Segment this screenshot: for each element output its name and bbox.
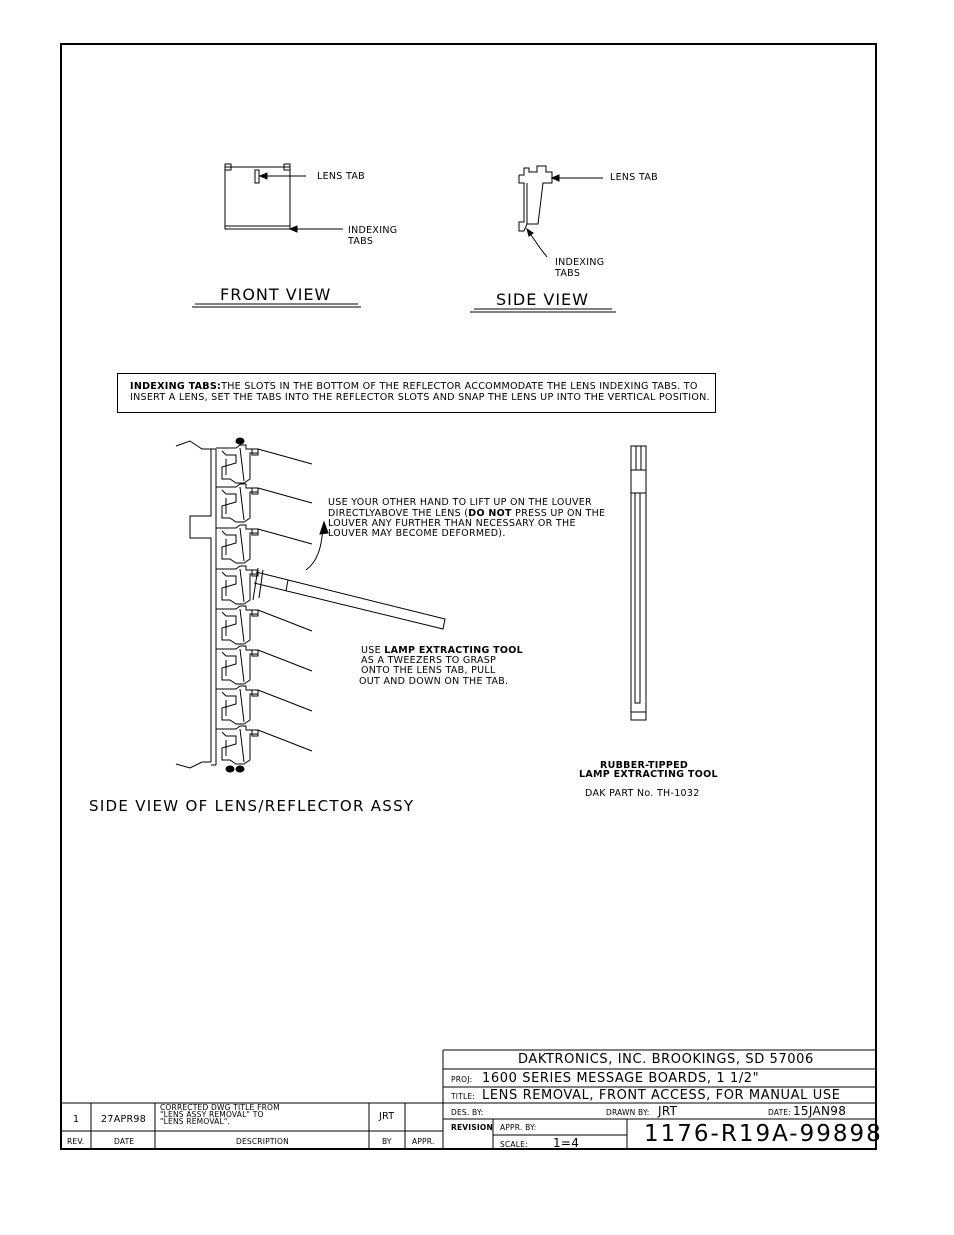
tool-callout-tool-name: LAMP EXTRACTING TOOL xyxy=(384,645,524,656)
revision-label: REVISION xyxy=(451,1123,493,1132)
company-line: DAKTRONICS, INC. BROOKINGS, SD 57006 xyxy=(518,1052,814,1067)
louver-line xyxy=(257,689,313,712)
side-view-lens-tab-label: LENS TAB xyxy=(610,172,658,183)
louver-line xyxy=(257,487,313,504)
drawn-by-value: JRT xyxy=(658,1104,678,1118)
reflector-module xyxy=(216,565,259,605)
rev-cell: 1 xyxy=(73,1114,80,1125)
header-rev: REV. xyxy=(67,1137,85,1146)
indexing-tabs-note: INDEXING TABS:THE SLOTS IN THE BOTTOM OF… xyxy=(117,373,716,413)
title-block-lines xyxy=(60,1049,877,1150)
drawing-number: 1176-R19A-99898 xyxy=(644,1121,883,1147)
rev-desc-line-2: "LENS ASSY REMOVAL" TO xyxy=(160,1110,264,1119)
louver-callout-2c: PRESS UP ON THE xyxy=(511,508,606,519)
tool-callout-line-3: ONTO THE LENS TAB, PULL xyxy=(361,665,496,676)
side-view-tabs-label: TABS xyxy=(555,268,581,279)
rev-desc-line-1: CORRECTED DWG TITLE FROM xyxy=(160,1103,280,1112)
proj-label: PROJ: xyxy=(451,1075,473,1084)
assembly-drawing xyxy=(175,437,446,773)
tool-label-1: RUBBER-TIPPED xyxy=(600,760,689,771)
reflector-module xyxy=(216,645,259,685)
note-line-1: THE SLOTS IN THE BOTTOM OF THE REFLECTOR… xyxy=(221,381,698,392)
title-label: TITLE: xyxy=(451,1092,476,1101)
note-heading: INDEXING TABS: xyxy=(130,381,222,392)
rev-date-cell: 27APR98 xyxy=(101,1114,147,1125)
reflector-module xyxy=(216,605,259,645)
header-date: DATE xyxy=(114,1137,135,1146)
front-view-lens-tab-label: LENS TAB xyxy=(317,171,365,182)
side-view-title: SIDE VIEW xyxy=(496,290,589,309)
scale-label: SCALE: xyxy=(500,1140,528,1149)
louver-callout-line-4: LOUVER MAY BECOME DEFORMED). xyxy=(328,528,506,539)
side-view-indexing-label: INDEXING xyxy=(555,257,605,268)
rev-desc-line-3: "LENS REMOVAL". xyxy=(160,1117,231,1126)
proj-value: 1600 SERIES MESSAGE BOARDS, 1 1/2" xyxy=(482,1071,760,1086)
louver-line xyxy=(257,609,313,632)
note-line-2: INSERT A LENS, SET THE TABS INTO THE REF… xyxy=(130,392,710,403)
tool-label-2: LAMP EXTRACTING TOOL xyxy=(579,769,718,780)
header-appr: APPR. xyxy=(412,1137,435,1146)
extracting-tool-drawing xyxy=(630,445,647,721)
tool-part-number: DAK PART No. TH-1032 xyxy=(585,788,700,799)
reflector-module xyxy=(216,725,259,765)
reflector-module xyxy=(216,685,259,725)
front-view-drawing xyxy=(192,163,361,308)
reflector-module xyxy=(216,483,259,523)
tool-callout-line-2: AS A TWEEZERS TO GRASP xyxy=(361,655,497,666)
louver-callout-do-not: DO NOT xyxy=(468,508,512,519)
louver-callout-line-2: DIRECTLYABOVE THE LENS (DO NOT PRESS UP … xyxy=(328,508,605,519)
header-by: BY xyxy=(382,1137,392,1146)
title-value: LENS REMOVAL, FRONT ACCESS, FOR MANUAL U… xyxy=(482,1088,841,1103)
scale-value: 1=4 xyxy=(553,1136,580,1150)
front-view-title: FRONT VIEW xyxy=(220,285,332,304)
tool-callout-1a: USE xyxy=(361,645,385,656)
front-view-indexing-label: INDEXING xyxy=(348,225,398,236)
drawing-border xyxy=(60,43,877,1150)
date-label: DATE: xyxy=(768,1108,792,1117)
louver-callout-line-3: LOUVER ANY FURTHER THAN NECESSARY OR THE xyxy=(328,518,576,529)
des-by-label: DES. BY: xyxy=(451,1108,484,1117)
louver-line xyxy=(257,448,313,465)
louver-callout-line-1: USE YOUR OTHER HAND TO LIFT UP ON THE LO… xyxy=(328,497,592,508)
front-view-tabs-label: TABS xyxy=(348,236,374,247)
drawn-by-label: DRAWN BY: xyxy=(606,1108,650,1117)
louver-callout-2a: DIRECTLYABOVE THE LENS ( xyxy=(328,508,469,519)
tool-callout-line-1: USE LAMP EXTRACTING TOOL xyxy=(361,645,523,656)
side-view-drawing xyxy=(470,165,616,313)
louver-line xyxy=(257,528,313,545)
louver-line xyxy=(257,729,313,752)
rev-by-cell: JRT xyxy=(379,1111,395,1122)
date-value: 15JAN98 xyxy=(793,1104,847,1118)
header-description: DESCRIPTION xyxy=(236,1137,289,1146)
appr-by-label: APPR. BY: xyxy=(500,1123,537,1132)
reflector-module xyxy=(216,524,259,564)
tool-callout-line-4: OUT AND DOWN ON THE TAB. xyxy=(359,676,509,687)
reflector-module xyxy=(216,444,259,484)
assembly-title: SIDE VIEW OF LENS/REFLECTOR ASSY xyxy=(89,797,415,815)
louver-line xyxy=(257,649,313,672)
